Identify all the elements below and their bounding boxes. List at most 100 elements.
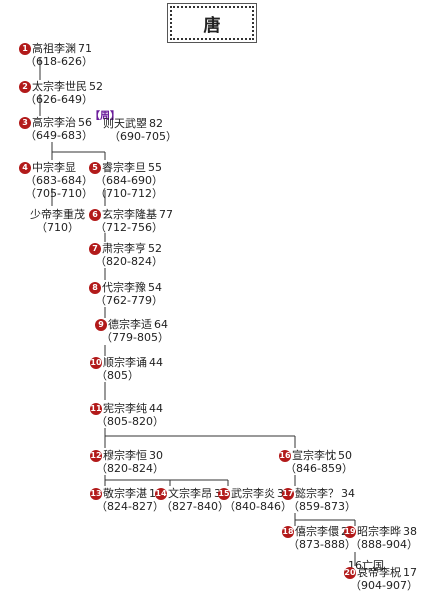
reign-order-badge: 18 bbox=[282, 525, 294, 538]
dynasty-title: 唐 bbox=[167, 3, 257, 43]
reign-order-badge: 4 bbox=[19, 161, 31, 174]
reign-years: （805） bbox=[96, 369, 139, 382]
emperor-age: 64 bbox=[154, 318, 168, 331]
emperor-node: 少帝李重茂（710） bbox=[30, 208, 85, 234]
reign-order-badge: 9 bbox=[95, 318, 107, 331]
emperor-name: 宪宗李纯 bbox=[103, 402, 147, 415]
reign-years: （805-820） bbox=[96, 415, 164, 428]
emperor-age: 77 bbox=[159, 208, 173, 221]
reign-order-badge: 17 bbox=[282, 487, 294, 500]
reign-years-second: （710-712） bbox=[95, 187, 163, 200]
emperor-name: 代宗李豫 bbox=[102, 281, 146, 294]
emperor-name: 少帝李重茂 bbox=[30, 208, 85, 221]
emperor-age: 34 bbox=[341, 487, 355, 500]
reign-years: （710） bbox=[36, 221, 79, 234]
emperor-age: 56 bbox=[78, 116, 92, 129]
reign-order-badge: 13 bbox=[90, 487, 102, 500]
emperor-age: 52 bbox=[148, 242, 162, 255]
emperor-age: 38 bbox=[403, 525, 417, 538]
emperor-name: 肃宗李亨 bbox=[102, 242, 146, 255]
reign-order-badge: 3 bbox=[19, 116, 31, 129]
reign-years: （618-626） bbox=[25, 55, 93, 68]
emperor-name: 中宗李显 bbox=[32, 161, 76, 174]
emperor-name: 玄宗李隆基 bbox=[102, 208, 157, 221]
emperor-name: 高祖李渊 bbox=[32, 42, 76, 55]
emperor-node: 15武宗李炎33（840-846） bbox=[218, 487, 292, 513]
emperor-name: 睿宗李旦 bbox=[102, 161, 146, 174]
reign-years: （649-683） bbox=[25, 129, 93, 142]
reign-years: （683-684） bbox=[25, 174, 93, 187]
reign-order-badge: 8 bbox=[89, 281, 101, 294]
emperor-age: 54 bbox=[148, 281, 162, 294]
emperor-age: 44 bbox=[149, 356, 163, 369]
reign-years: （820-824） bbox=[95, 255, 163, 268]
reign-years: （762-779） bbox=[95, 294, 163, 307]
emperor-age: 55 bbox=[148, 161, 162, 174]
reign-order-badge: 11 bbox=[90, 402, 102, 415]
reign-years: （888-904） bbox=[350, 538, 418, 551]
reign-years: （859-873） bbox=[288, 500, 356, 513]
emperor-name: 宣宗李忱 bbox=[292, 449, 336, 462]
emperor-name: 懿宗李？ bbox=[295, 487, 339, 500]
emperor-age: 44 bbox=[149, 402, 163, 415]
reign-years: （824-827） bbox=[96, 500, 164, 513]
reign-years: （873-888） bbox=[288, 538, 356, 551]
emperor-name: 德宗李适 bbox=[108, 318, 152, 331]
emperor-age: 71 bbox=[78, 42, 92, 55]
reign-years: （820-824） bbox=[96, 462, 164, 475]
emperor-age: 52 bbox=[89, 80, 103, 93]
emperor-node: 13敬宗李湛18（824-827） bbox=[90, 487, 164, 513]
emperor-age: 17 bbox=[403, 566, 417, 579]
zhou-label: 【周】 bbox=[90, 111, 120, 122]
reign-order-badge: 5 bbox=[89, 161, 101, 174]
reign-years: （684-690） bbox=[95, 174, 163, 187]
reign-order-badge: 7 bbox=[89, 242, 101, 255]
reign-years: （846-859） bbox=[285, 462, 353, 475]
reign-order-badge: 2 bbox=[19, 80, 31, 93]
reign-order-badge: 1 bbox=[19, 42, 31, 55]
reign-order-badge: 15 bbox=[218, 487, 230, 500]
reign-order-badge: 10 bbox=[90, 356, 102, 369]
emperor-age: 82 bbox=[149, 117, 163, 130]
dynasty-end-label: 16亡国 bbox=[348, 559, 384, 572]
reign-years: （712-756） bbox=[95, 221, 163, 234]
emperor-name: 僖宗李儇 bbox=[295, 525, 339, 538]
emperor-name: 昭宗李晔 bbox=[357, 525, 401, 538]
reign-years: （690-705） bbox=[109, 130, 177, 143]
reign-order-badge: 12 bbox=[90, 449, 102, 462]
emperor-name: 敬宗李湛 bbox=[103, 487, 147, 500]
reign-years: （779-805） bbox=[101, 331, 169, 344]
emperor-name: 文宗李昂 bbox=[168, 487, 212, 500]
reign-years-second: （705-710） bbox=[25, 187, 93, 200]
emperor-age: 30 bbox=[149, 449, 163, 462]
reign-order-badge: 16 bbox=[279, 449, 291, 462]
reign-order-badge: 19 bbox=[344, 525, 356, 538]
emperor-name: 哀帝李柷 bbox=[357, 566, 401, 579]
reign-years: （904-907） bbox=[350, 579, 418, 592]
reign-order-badge: 6 bbox=[89, 208, 101, 221]
reign-years: （840-846） bbox=[224, 500, 292, 513]
emperor-name: 武宗李炎 bbox=[231, 487, 275, 500]
emperor-name: 太宗李世民 bbox=[32, 80, 87, 93]
emperor-age: 50 bbox=[338, 449, 352, 462]
dynasty-title-text: 唐 bbox=[203, 15, 221, 36]
emperor-name: 顺宗李诵 bbox=[103, 356, 147, 369]
emperor-name: 穆宗李恒 bbox=[103, 449, 147, 462]
